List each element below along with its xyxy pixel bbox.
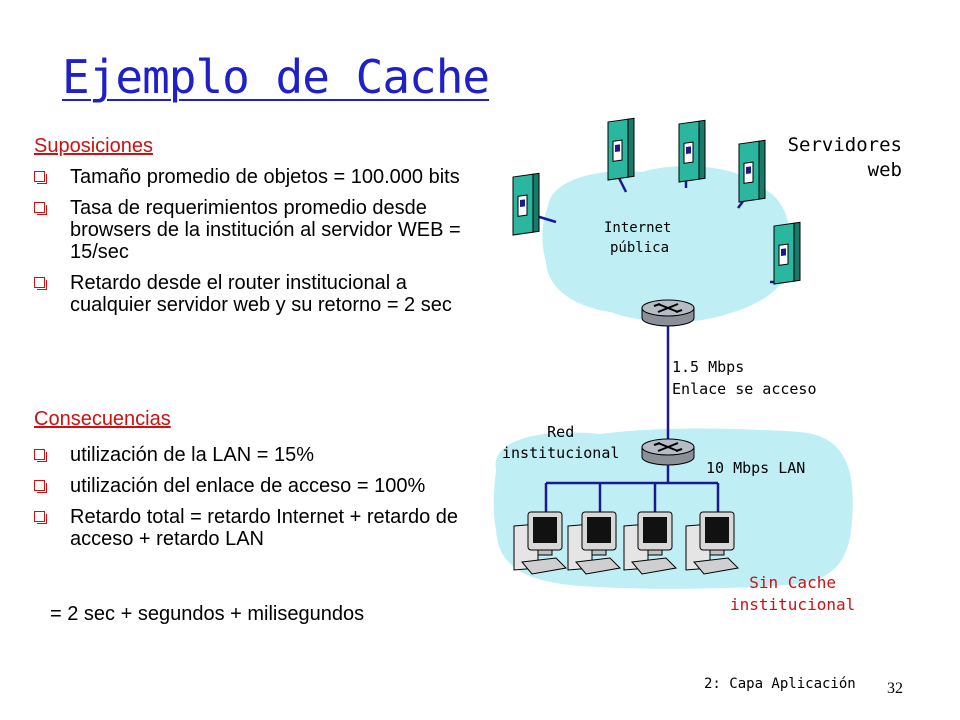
no-cache-label: Sin Cache institucional [730,573,856,614]
lan-bus [544,465,720,512]
internet-label: Internet pública [604,220,672,256]
server-link [617,177,628,193]
assumptions-heading: Suposiciones [34,135,153,157]
list-item: utilización del enlace de acceso = 100% [34,475,484,497]
list-item: Retardo desde el router institucional a … [34,272,484,316]
bullet-icon [34,511,47,524]
lan-label: 10 Mbps LAN [706,459,806,477]
internet-cloud [542,166,791,323]
footer-chapter: 2: Capa Aplicación [704,676,856,692]
bullet-icon [34,277,47,290]
total-delay-value: = 2 sec + segundos + milisegundos [50,603,365,625]
computer-icon [685,511,740,575]
server-icon [512,172,540,236]
computer-icon [567,511,622,575]
consequences-heading: Consecuencias [34,408,171,430]
server-icon [773,221,801,285]
institutional-network-label: Red institucional [502,423,620,462]
bullet-icon [34,202,47,215]
router-icon [641,438,695,466]
access-link-label: 1.5 Mbps Enlace se acceso [672,358,817,398]
bullet-icon [34,480,47,493]
server-icon [738,139,766,203]
assumptions-list: Tamaño promedio de objetos = 100.000 bit… [34,166,484,325]
list-item: Retardo total = retardo Internet + retar… [34,506,484,550]
servers-label: Servidores web [787,134,902,181]
server-icon [678,119,706,183]
list-item: Tasa de requerimientos promedio desde br… [34,197,484,263]
server-icon [607,117,635,181]
consequences-list: utilización de la LAN = 15% utilización … [34,444,484,559]
list-item: utilización de la LAN = 15% [34,444,484,466]
page-number: 32 [887,680,903,697]
computer-icon [513,511,568,575]
list-item: Tamaño promedio de objetos = 100.000 bit… [34,166,484,188]
router-icon [641,299,695,327]
bullet-icon [34,171,47,184]
bullet-icon [34,449,47,462]
computer-icon [623,511,678,575]
page-title: Ejemplo de Cache [62,50,490,104]
